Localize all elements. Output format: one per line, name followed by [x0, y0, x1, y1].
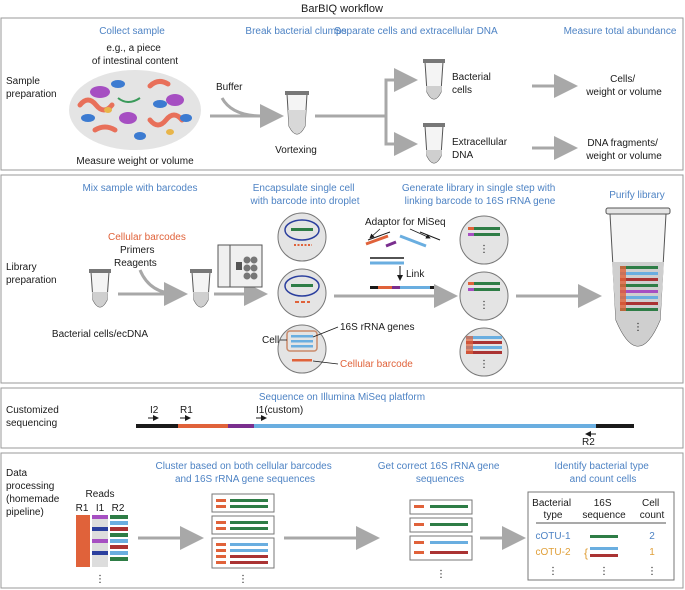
cell-label: Cell	[262, 335, 279, 346]
droplet-chip	[217, 244, 263, 288]
read-col-i1: I1	[96, 503, 105, 514]
i2-label: I2	[150, 405, 159, 416]
reagents-label: Reagents	[114, 258, 157, 269]
vortex-tube	[285, 91, 309, 135]
sequencing-construct	[136, 424, 634, 428]
link-label: Link	[406, 269, 425, 280]
sample-prep-label: Sample preparation	[6, 76, 57, 100]
bacterial-cells-tube	[423, 59, 445, 100]
svg-text:⋮: ⋮	[479, 300, 489, 311]
droplets	[277, 212, 327, 374]
step-generate-library: Generate library in single step with lin…	[402, 183, 558, 207]
diagram-title: BarBIQ workflow	[301, 3, 383, 15]
read-col-r1: R1	[76, 503, 89, 514]
cellular-barcodes-label: Cellular barcodes	[108, 232, 186, 243]
cotu-2-count: 1	[649, 547, 655, 558]
svg-text:Bacterial type: Bacterial type	[532, 498, 574, 521]
step-sequence-miseq: Sequence on Illumina MiSeq platform	[259, 392, 425, 403]
cotu-2-type: cOTU-2	[536, 547, 571, 558]
panel-customized-sequencing	[0, 387, 684, 449]
panel-library-preparation	[0, 174, 684, 384]
adaptor-pointer-2	[409, 228, 431, 239]
cellular-barcode-label: Cellular barcode	[340, 359, 413, 370]
reads-header: Reads	[86, 489, 115, 500]
svg-text:⋮: ⋮	[548, 566, 558, 577]
svg-text:⋮: ⋮	[599, 566, 609, 577]
barcode-pointer	[312, 360, 339, 365]
reads-matrix: ⋮	[76, 515, 128, 585]
library-prep-label: Library preparation	[6, 262, 57, 286]
step-cluster: Cluster based on both cellular barcodes …	[156, 461, 335, 485]
svg-text:Cell count: Cell count	[640, 498, 665, 521]
svg-text:⋮: ⋮	[479, 359, 489, 370]
adaptor-pointer	[369, 228, 381, 239]
vortexing-label: Vortexing	[275, 145, 317, 156]
data-processing-label: Data processing (homemade pipeline)	[6, 468, 62, 518]
extracellular-dna-tube	[423, 123, 445, 164]
cotu-1-type: cOTU-1	[536, 531, 571, 542]
step-break-clumps: Break bacterial clumps	[245, 26, 346, 37]
extracellular-dna-label: Extracellular DNA	[452, 137, 510, 161]
svg-text:⋮: ⋮	[436, 569, 446, 580]
dna-result: DNA fragments/ weight or volume	[585, 138, 662, 162]
purified-library-tube: ⋮	[605, 207, 671, 347]
step-purify: Purify library	[609, 190, 665, 201]
bacterial-cells-ecdna-label: Bacterial cells/ecDNA	[52, 329, 148, 340]
svg-text:16S sequence: 16S sequence	[582, 498, 626, 521]
buffer-label: Buffer	[216, 82, 243, 93]
library-droplets: ⋮ ⋮ ⋮	[459, 215, 509, 377]
linking-reaction	[365, 231, 441, 289]
sequencing-label: Customized sequencing	[6, 405, 62, 429]
svg-text:⋮: ⋮	[647, 566, 657, 577]
identify-table: Bacterial type 16S sequence Cell count c…	[527, 491, 675, 581]
svg-text:⋮: ⋮	[633, 322, 643, 333]
svg-text:⋮: ⋮	[479, 244, 489, 255]
bacterial-cells-label: Bacterial cells	[452, 72, 494, 96]
adaptor-label: Adaptor for MiSeq	[365, 217, 446, 228]
r1-label: R1	[180, 405, 193, 416]
svg-text:⋮: ⋮	[238, 574, 248, 585]
separation-branch	[315, 68, 418, 156]
read-col-r2: R2	[112, 503, 125, 514]
svg-text:{: {	[584, 546, 588, 560]
step-mix-barcodes: Mix sample with barcodes	[82, 183, 197, 194]
step-measure-total: Measure total abundance	[564, 26, 677, 37]
corrected-sequences: ⋮	[409, 499, 473, 580]
collect-note: e.g., a piece of intestinal content	[92, 43, 178, 67]
i1-label: I1(custom)	[256, 405, 303, 416]
step-separate: Separate cells and extracellular DNA	[334, 26, 498, 37]
step-correct-sequences: Get correct 16S rRNA gene sequences	[378, 461, 503, 485]
intestinal-sample-illustration	[69, 70, 201, 150]
cotu-1-count: 2	[649, 531, 655, 542]
cluster-boxes: ⋮	[211, 493, 275, 585]
measure-weight-volume: Measure weight or volume	[76, 156, 194, 167]
rrna-genes-label: 16S rRNA genes	[340, 322, 415, 333]
r2-label: R2	[582, 437, 595, 448]
step-identify: Identify bacterial type and count cells	[554, 461, 651, 485]
rrna-pointer	[312, 326, 339, 338]
primers-label: Primers	[120, 245, 154, 256]
mixed-tube	[190, 269, 212, 308]
sample-tube-left	[89, 269, 111, 308]
step-collect-sample: Collect sample	[99, 26, 165, 37]
svg-text:⋮: ⋮	[95, 574, 105, 585]
cells-result: Cells/ weight or volume	[585, 74, 662, 98]
step-encapsulate: Encapsulate single cell with barcode int…	[250, 183, 360, 207]
